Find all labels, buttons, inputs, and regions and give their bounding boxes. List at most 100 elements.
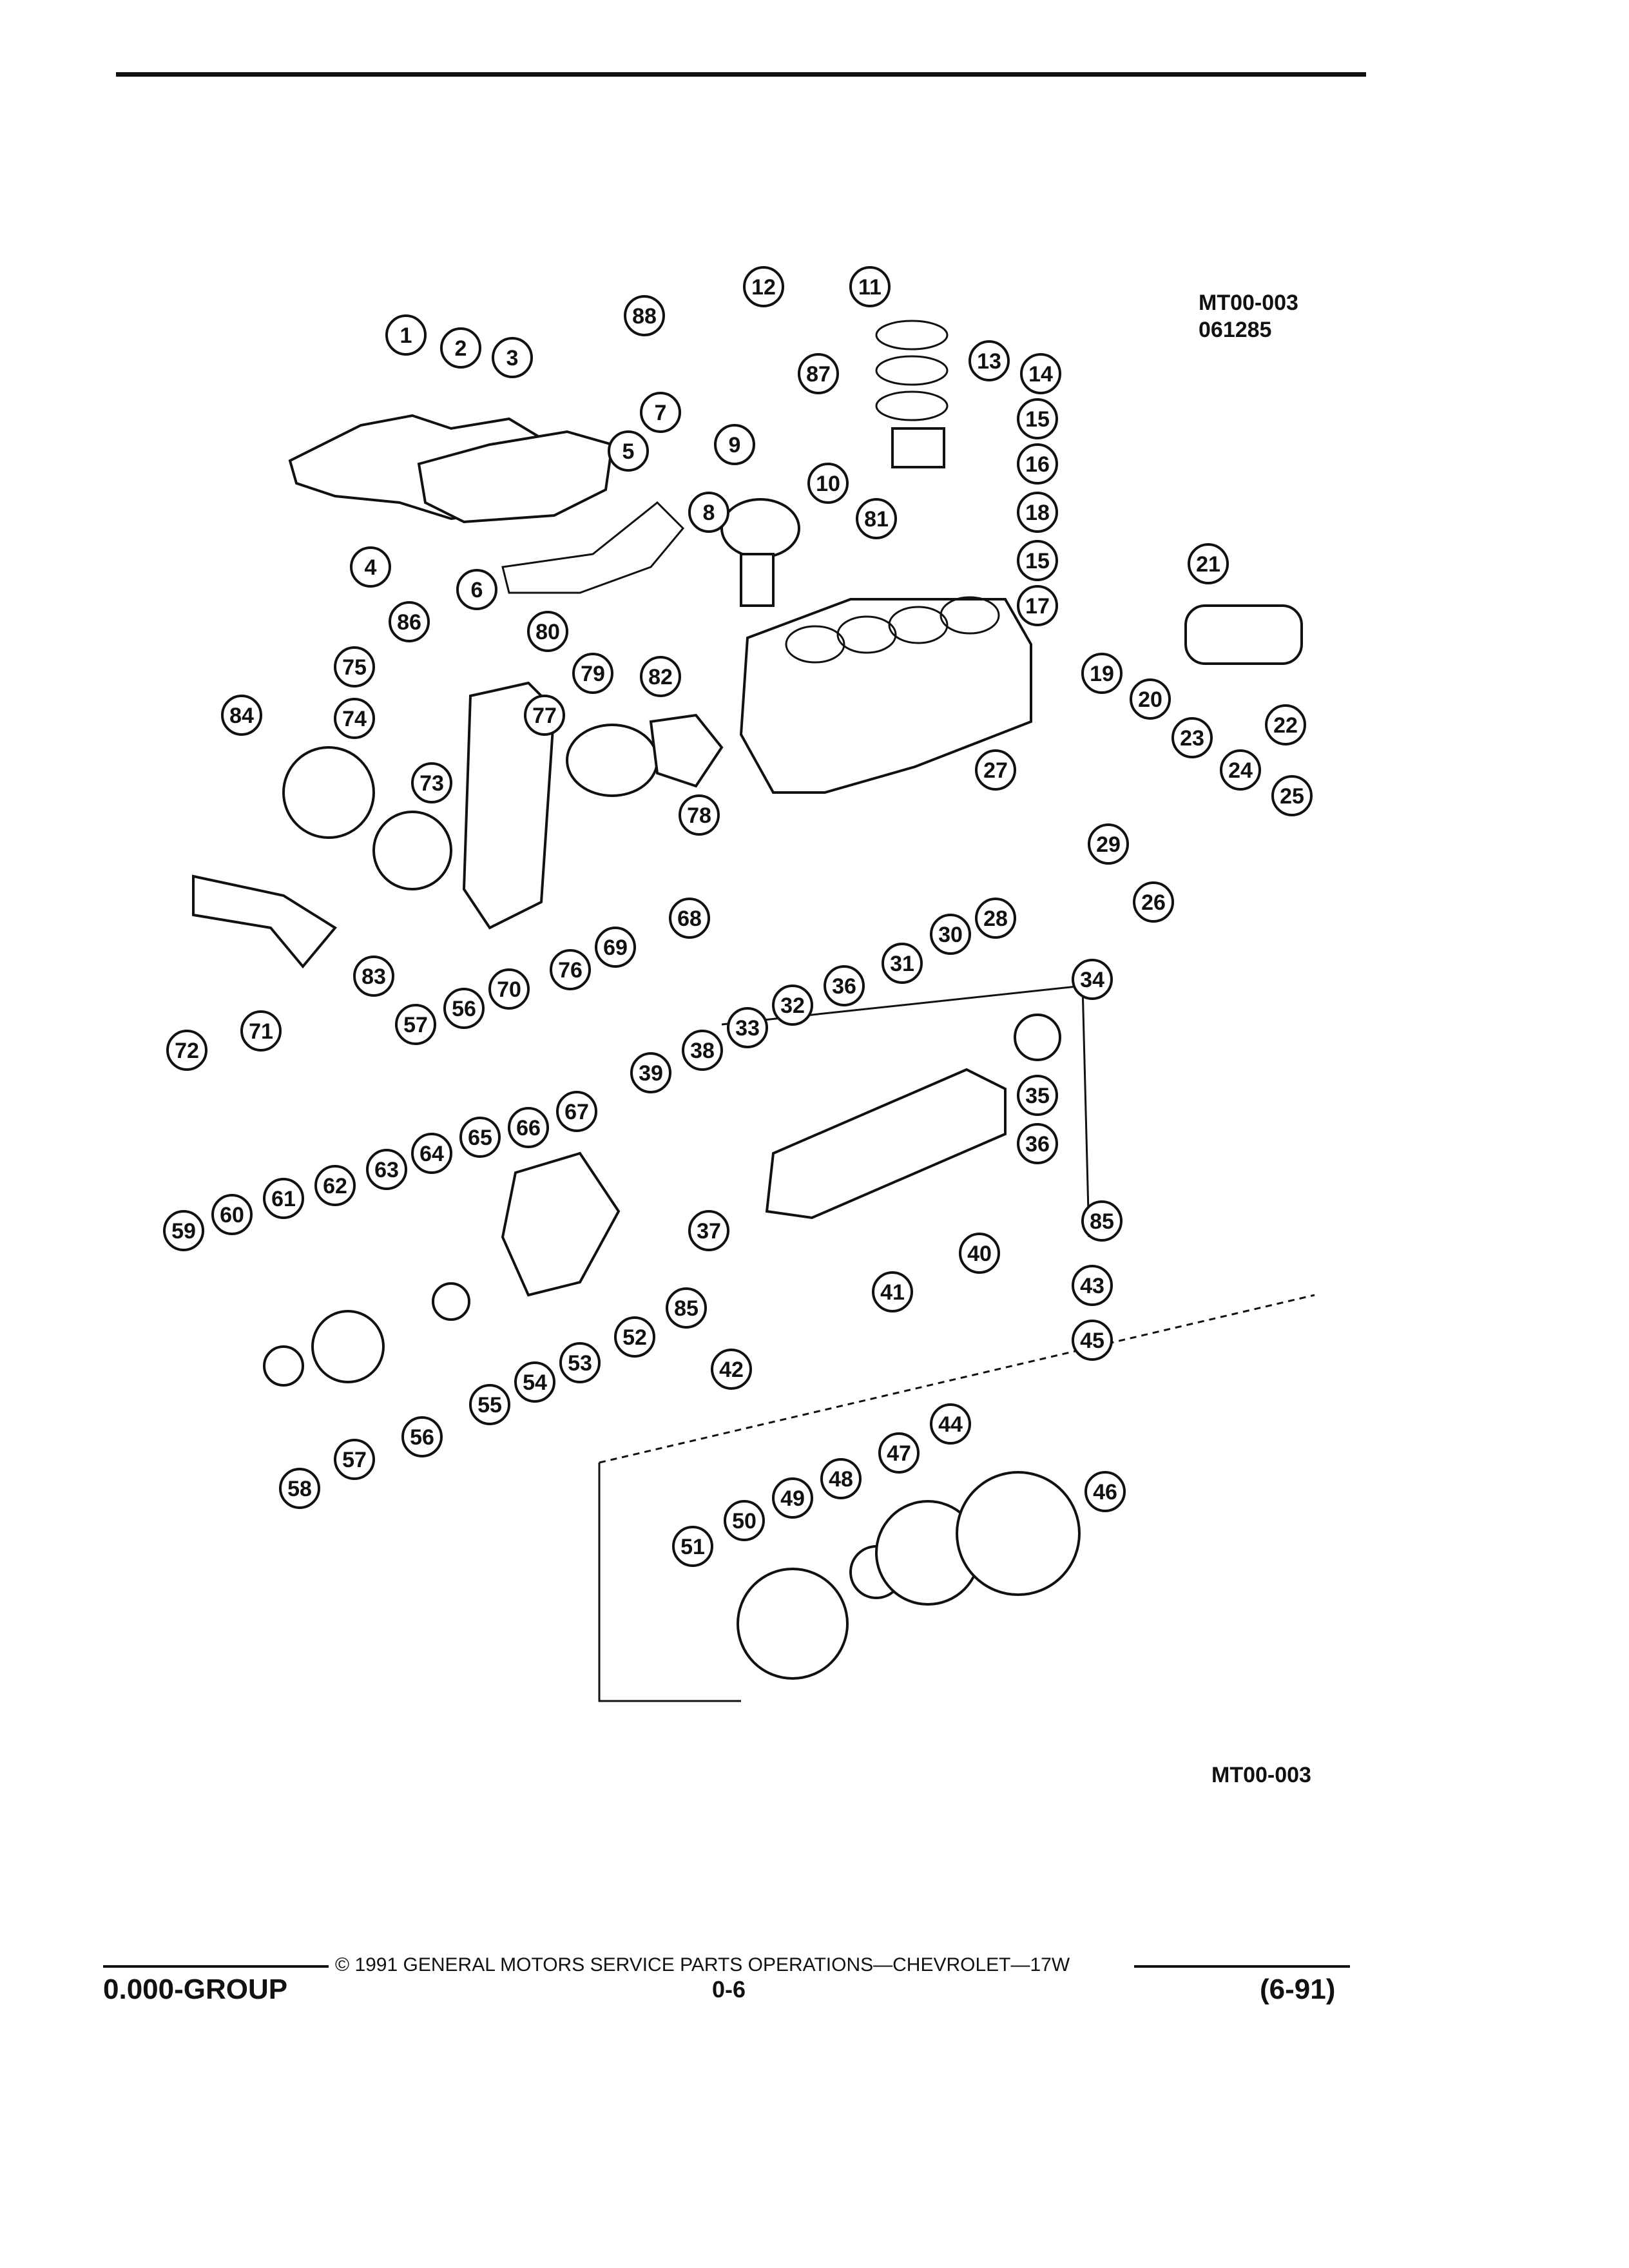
- callout-number: 45: [1080, 1329, 1104, 1353]
- callout-number: 84: [229, 704, 254, 728]
- callout-53: 53: [559, 1342, 601, 1383]
- callout-number: 35: [1025, 1084, 1050, 1108]
- callout-71: 71: [240, 1010, 282, 1052]
- fan-pulley-drawing: [192, 746, 452, 969]
- callout-number: 6: [471, 578, 483, 602]
- callout-number: 70: [497, 977, 521, 1002]
- callout-19: 19: [1081, 653, 1123, 694]
- callout-44: 44: [930, 1403, 971, 1445]
- callout-40: 40: [959, 1233, 1000, 1274]
- callout-number: 21: [1196, 552, 1220, 577]
- callout-48: 48: [820, 1458, 862, 1499]
- callout-10: 10: [807, 463, 849, 504]
- callout-80: 80: [527, 611, 568, 652]
- callout-24: 24: [1220, 749, 1261, 791]
- callout-number: 79: [581, 662, 605, 686]
- callout-20: 20: [1130, 678, 1171, 720]
- callout-41: 41: [872, 1271, 913, 1312]
- callout-27: 27: [975, 749, 1016, 791]
- callout-68: 68: [669, 898, 710, 939]
- callout-number: 83: [361, 965, 386, 989]
- callout-16: 16: [1017, 443, 1058, 485]
- callout-57: 57: [334, 1439, 375, 1480]
- callout-84: 84: [221, 695, 262, 736]
- callout-number: 47: [887, 1441, 911, 1466]
- callout-number: 23: [1180, 726, 1204, 751]
- callout-number: 81: [864, 507, 889, 532]
- callout-65: 65: [459, 1117, 501, 1158]
- callout-76: 76: [550, 949, 591, 990]
- callout-number: 75: [342, 655, 367, 680]
- cylinder-block-drawing: [739, 596, 1032, 794]
- callout-number: 56: [452, 997, 476, 1021]
- water-pump-drawing: [566, 713, 724, 797]
- callout-77: 77: [524, 695, 565, 736]
- callout-number: 15: [1025, 407, 1050, 432]
- callout-number: 33: [735, 1016, 760, 1041]
- callout-number: 64: [419, 1142, 444, 1166]
- callout-21: 21: [1188, 543, 1229, 584]
- callout-82: 82: [640, 656, 681, 697]
- callout-86: 86: [389, 601, 430, 642]
- callout-number: 14: [1028, 362, 1053, 387]
- callout-number: 25: [1280, 784, 1304, 809]
- figure-code-bottom: MT00-003: [1211, 1763, 1311, 1787]
- callout-number: 46: [1093, 1480, 1117, 1504]
- gasket-drawing: [501, 501, 685, 594]
- callout-87: 87: [798, 353, 839, 394]
- callout-number: 60: [220, 1203, 244, 1227]
- callout-29: 29: [1088, 823, 1129, 865]
- callout-number: 78: [687, 803, 711, 828]
- callout-15: 15: [1017, 398, 1058, 439]
- callout-number: 62: [323, 1174, 347, 1198]
- callout-46: 46: [1084, 1471, 1126, 1512]
- callout-26: 26: [1133, 881, 1174, 923]
- callout-number: 15: [1025, 549, 1050, 573]
- callout-69: 69: [595, 927, 636, 968]
- callout-number: 48: [829, 1467, 853, 1492]
- callout-11: 11: [849, 266, 891, 307]
- callout-number: 67: [564, 1100, 589, 1124]
- callout-number: 52: [622, 1325, 647, 1350]
- callout-number: 1: [400, 323, 412, 348]
- callout-75: 75: [334, 646, 375, 687]
- callout-number: 20: [1138, 687, 1162, 712]
- callout-number: 17: [1025, 594, 1050, 619]
- callout-number: 36: [832, 974, 856, 999]
- callout-number: 86: [397, 610, 421, 635]
- callout-13: 13: [969, 340, 1010, 381]
- callout-88: 88: [624, 295, 665, 336]
- callout-22: 22: [1265, 704, 1306, 745]
- callout-number: 19: [1090, 662, 1114, 686]
- callout-number: 74: [342, 707, 367, 731]
- callout-number: 85: [674, 1296, 699, 1321]
- callout-number: 2: [455, 336, 467, 361]
- callout-14: 14: [1020, 353, 1061, 394]
- callout-number: 28: [983, 907, 1008, 931]
- callout-73: 73: [411, 762, 452, 803]
- callout-number: 76: [558, 958, 583, 983]
- callout-number: 65: [468, 1126, 492, 1150]
- callout-number: 71: [249, 1019, 273, 1044]
- callout-number: 7: [655, 401, 667, 425]
- callout-number: 16: [1025, 452, 1050, 477]
- callout-18: 18: [1017, 492, 1058, 533]
- callout-50: 50: [724, 1500, 765, 1541]
- callout-number: 34: [1080, 968, 1104, 992]
- callout-number: 73: [419, 771, 444, 796]
- callout-number: 12: [751, 275, 776, 300]
- callout-9: 9: [714, 424, 755, 465]
- callout-number: 85: [1090, 1209, 1114, 1234]
- callout-38: 38: [682, 1030, 723, 1071]
- callout-31: 31: [882, 943, 923, 984]
- callout-56: 56: [443, 988, 485, 1029]
- callout-5: 5: [608, 430, 649, 472]
- piston-rings-drawing: [875, 320, 949, 468]
- callout-72: 72: [166, 1030, 207, 1071]
- callout-83: 83: [353, 956, 394, 997]
- callout-number: 57: [342, 1448, 367, 1472]
- callout-number: 56: [410, 1425, 434, 1450]
- callout-81: 81: [856, 498, 897, 539]
- callout-number: 32: [780, 994, 805, 1018]
